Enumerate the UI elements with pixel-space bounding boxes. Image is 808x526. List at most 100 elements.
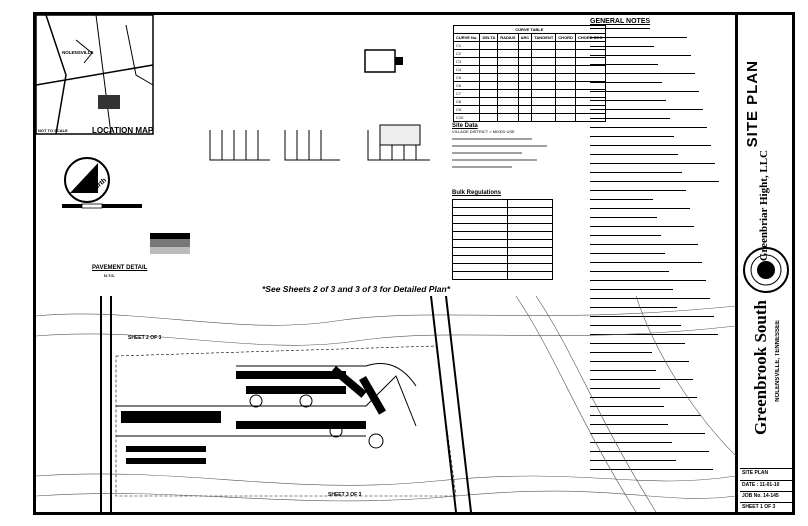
bulk-row (452, 247, 553, 256)
pavement-detail-title: PAVEMENT DETAIL (92, 265, 148, 271)
curve-row: C10 (452, 113, 606, 122)
curve-cell (531, 97, 557, 106)
sheet-title: SITE PLAN (744, 60, 761, 148)
curve-row: C7 (452, 89, 606, 98)
tb-label-site-plan: SITE PLAN (740, 468, 792, 477)
bulk-cell (452, 263, 508, 272)
curve-cell (479, 57, 499, 66)
dumpster-detail (364, 49, 403, 73)
bulk-row (452, 199, 553, 208)
site-data-lines (452, 138, 547, 168)
general-notes-line (590, 208, 690, 214)
curve-col-header: RADIUS (497, 33, 519, 42)
location-map-scale: NOT TO SCALE (38, 128, 68, 133)
curve-row: C3 (452, 57, 606, 66)
general-notes-line (590, 37, 687, 43)
bulk-row (452, 215, 553, 224)
general-notes-line (590, 379, 693, 385)
curve-cell (555, 113, 576, 122)
general-notes-line (590, 325, 681, 331)
bulk-cell (507, 223, 553, 232)
curve-row: C6 (452, 81, 606, 90)
curve-cell (497, 49, 519, 58)
curve-cell (531, 105, 557, 114)
curve-cell (531, 41, 557, 50)
general-notes: GENERAL NOTES (590, 18, 730, 478)
curve-cell (479, 97, 499, 106)
bulk-row (452, 207, 553, 216)
pavement-section (150, 233, 190, 254)
curve-cell (479, 113, 499, 122)
curve-cell (479, 81, 499, 90)
general-notes-line (590, 460, 676, 466)
bulk-cell (452, 247, 508, 256)
curve-cell (497, 41, 519, 50)
bulk-cell (452, 199, 508, 208)
general-notes-line (590, 118, 670, 124)
curve-cell: C4 (452, 65, 481, 74)
curve-cell (479, 41, 499, 50)
curve-cell (517, 73, 533, 82)
curve-cell: C6 (452, 81, 481, 90)
general-notes-line (590, 154, 678, 160)
bulk-cell (507, 247, 553, 256)
curve-cell: C7 (452, 89, 481, 98)
bulk-cell (452, 271, 508, 280)
general-notes-line (590, 442, 672, 448)
curve-cell (555, 97, 576, 106)
general-notes-line (590, 253, 665, 259)
curve-cell (531, 89, 557, 98)
location-map-title: LOCATION MAP (92, 126, 154, 135)
curve-cell (555, 49, 576, 58)
curve-cell (531, 73, 557, 82)
general-notes-line (590, 217, 657, 223)
general-notes-line (590, 127, 707, 133)
general-notes-line (590, 136, 674, 142)
general-notes-line (590, 190, 686, 196)
curve-cell (497, 105, 519, 114)
general-notes-line (590, 289, 673, 295)
curve-cell (479, 73, 499, 82)
curve-cell: C9 (452, 105, 481, 114)
general-notes-line (590, 82, 662, 88)
curve-cell (517, 89, 533, 98)
curve-row: C5 (452, 73, 606, 82)
detail-plan-note: *See Sheets 2 of 3 and 3 of 3 for Detail… (262, 284, 451, 294)
curve-cell: C1 (452, 41, 481, 50)
general-notes-line (590, 73, 695, 79)
site-data-district: VILLAGE DISTRICT = MIXED USE (452, 129, 515, 134)
bulk-row (452, 231, 553, 240)
curve-cell (497, 89, 519, 98)
general-notes-line (590, 397, 697, 403)
bulk-row (452, 239, 553, 248)
curve-row: C4 (452, 65, 606, 74)
curve-cell (555, 65, 576, 74)
bulk-row (452, 255, 553, 264)
bulk-cell (452, 239, 508, 248)
general-notes-line (590, 244, 698, 250)
general-notes-line (590, 145, 711, 151)
project-location: NOLENSVILLE, TENNESSEE (775, 320, 781, 402)
curve-cell (574, 113, 606, 122)
general-notes-line (590, 181, 719, 187)
curve-row: C1 (452, 41, 606, 50)
bulk-cell (452, 223, 508, 232)
bulk-regulations-table (452, 199, 553, 280)
curve-cell (517, 41, 533, 50)
overall-site-plan (36, 296, 736, 512)
curve-col-header: DELTA (479, 33, 499, 42)
general-notes-line (590, 28, 650, 34)
general-notes-title: GENERAL NOTES (590, 18, 651, 25)
bulk-row (452, 223, 553, 232)
curve-row: C2 (452, 49, 606, 58)
tb-job-number: JOB No. 14-145 (740, 491, 792, 500)
curve-cell (497, 57, 519, 66)
curve-cell (479, 49, 499, 58)
pavement-detail-scale: N.T.S. (104, 273, 115, 278)
bulk-cell (507, 199, 553, 208)
curve-cell (479, 105, 499, 114)
general-notes-line (590, 361, 689, 367)
bulk-row (452, 271, 553, 280)
bulk-cell (507, 271, 553, 280)
general-notes-line (590, 262, 702, 268)
